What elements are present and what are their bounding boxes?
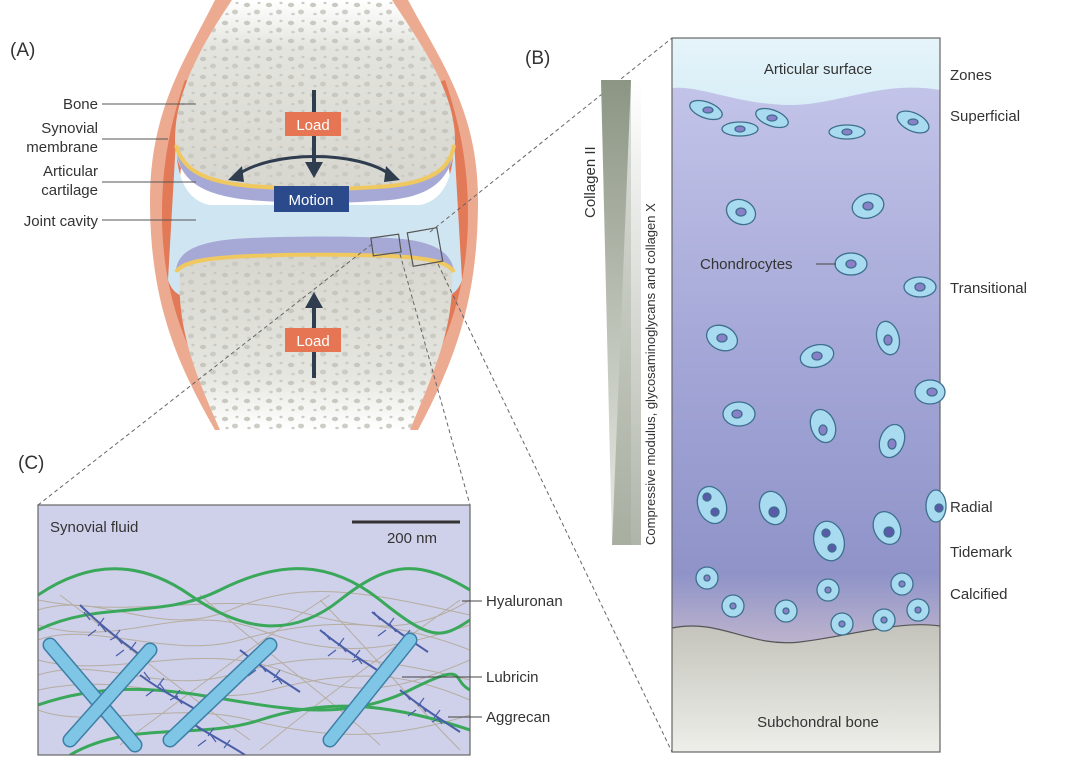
collagen-label: Collagen II	[582, 146, 599, 218]
motion-box	[274, 186, 349, 212]
label-zones: Zones	[950, 67, 992, 84]
label-chondrocytes: Chondrocytes	[700, 256, 793, 273]
zone-radial: Radial	[950, 499, 993, 516]
label-joint-cavity: Joint cavity	[24, 213, 99, 230]
motion-arrow	[228, 155, 400, 182]
label-articular-surface: Articular surface	[764, 61, 872, 78]
modulus-gradient	[612, 80, 641, 545]
label-synovial-fluid: Synovial fluid	[50, 519, 138, 536]
zoom-box-large	[406, 226, 444, 268]
zone-superficial: Superficial	[950, 108, 1020, 125]
zone-transitional: Transitional	[950, 280, 1027, 297]
load-box-top	[285, 112, 341, 136]
zone-tidemark: Tidemark	[950, 544, 1012, 561]
label-bone: Bone	[63, 96, 98, 113]
label-subchondral-bone: Subchondral bone	[757, 714, 879, 731]
label-synovial-1: Synovial	[41, 120, 98, 137]
panel-label-a: (A)	[10, 40, 35, 61]
chondrocytes	[689, 99, 947, 636]
zoom-box-small	[370, 233, 402, 257]
scale-bar-label: 200 nm	[387, 530, 437, 547]
zoom-lines	[37, 37, 673, 753]
synovial-membrane-left	[150, 0, 235, 430]
modulus-label: Compressive modulus, glycosaminoglycans …	[643, 203, 658, 545]
load-label-top: Load	[296, 117, 329, 134]
label-cartilage-1: Articular	[43, 163, 98, 180]
upper-cartilage	[176, 145, 454, 203]
label-lubricin: Lubricin	[486, 669, 539, 686]
panel-label-c: (C)	[18, 453, 44, 474]
load-label-bottom: Load	[296, 333, 329, 350]
fluid-panel	[37, 504, 471, 756]
label-cartilage-2: cartilage	[41, 182, 98, 199]
load-box-bottom	[285, 328, 341, 352]
label-aggrecan: Aggrecan	[486, 709, 550, 726]
zone-calcified: Calcified	[950, 586, 1008, 603]
zone-column	[671, 37, 941, 753]
motion-label: Motion	[288, 192, 333, 209]
label-hyaluronan: Hyaluronan	[486, 593, 563, 610]
panel-label-b: (B)	[525, 48, 550, 69]
label-synovial-2: membrane	[26, 139, 98, 156]
